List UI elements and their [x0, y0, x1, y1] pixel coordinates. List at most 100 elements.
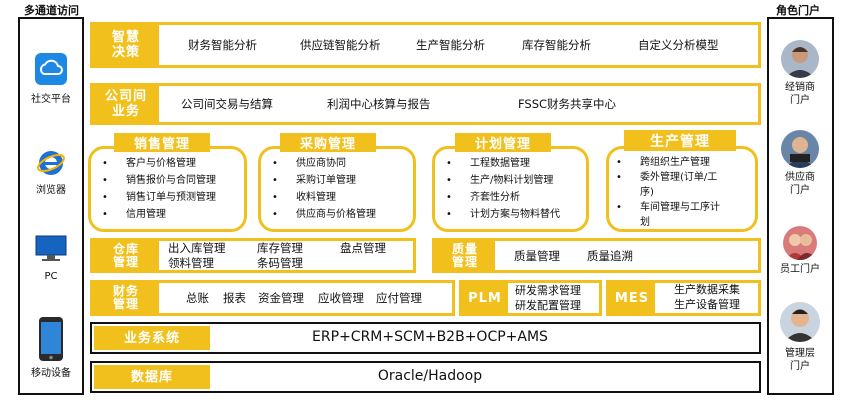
left-column-title: 多通道访问 — [24, 4, 79, 17]
bi-tag: 智慧 决策 — [93, 25, 159, 65]
dealer-avatar — [781, 40, 819, 78]
database-text: Oracle/Hadoop — [377, 368, 483, 384]
finance-item-receivables[interactable]: 应收管理 — [318, 291, 364, 305]
business-system-tag: 业务系统 — [94, 326, 210, 350]
finance-tag: 财务 管理 — [93, 283, 159, 313]
planning-module-list: 工程数据管理 生产/物料计划管理 齐套性分析 计划方案与物料替代 — [444, 155, 560, 223]
quality-tag: 质量 管理 — [435, 241, 495, 270]
browser-icon — [16, 148, 86, 178]
monitor-icon — [16, 234, 86, 264]
bi-item-custom-model[interactable]: 自定义分析模型 — [638, 38, 719, 52]
production-module-list: 跨组织生产管理 委外管理(订单/工 序) 车间管理与工序计 划 — [614, 155, 720, 230]
role-dealer[interactable]: 经销商 门户 — [765, 40, 835, 107]
warehouse-tag-line1: 仓库 — [112, 241, 139, 256]
plm-item-configuration[interactable]: 研发配置管理 — [515, 299, 581, 312]
plm-tag: PLM — [462, 283, 508, 313]
planning-item-kitting[interactable]: 齐套性分析 — [444, 189, 560, 206]
channel-browser[interactable]: 浏览器 — [16, 148, 86, 196]
mes-item-data-collection[interactable]: 生产数据采集 — [674, 283, 740, 296]
purchase-item-supplier-collab[interactable]: 供应商协同 — [270, 155, 376, 172]
warehouse-item-inout[interactable]: 出入库管理 — [168, 241, 226, 255]
finance-tag-line1: 财务 — [112, 284, 139, 298]
planning-module-title[interactable]: 计划管理 — [455, 133, 551, 152]
role-management-label-2: 门户 — [790, 361, 810, 372]
bi-item-finance[interactable]: 财务智能分析 — [188, 38, 257, 52]
finance-item-treasury[interactable]: 资金管理 — [258, 291, 304, 305]
channel-browser-label: 浏览器 — [36, 185, 66, 196]
quality-item-management[interactable]: 质量管理 — [514, 249, 560, 263]
production-module-title[interactable]: 生产管理 — [624, 130, 736, 151]
bi-item-inventory[interactable]: 库存智能分析 — [522, 38, 591, 52]
production-item-cross-org[interactable]: 跨组织生产管理 — [614, 155, 720, 170]
bi-item-supply-chain[interactable]: 供应链智能分析 — [300, 38, 381, 52]
purchase-item-receiving[interactable]: 收料管理 — [270, 189, 376, 206]
warehouse-tag-line2: 管理 — [112, 254, 139, 269]
channel-social[interactable]: 社交平台 — [16, 52, 86, 105]
intercompany-item-profit-center[interactable]: 利润中心核算与报告 — [327, 97, 431, 111]
finance-item-payables[interactable]: 应付管理 — [376, 291, 422, 305]
role-dealer-label-1: 经销商 — [785, 82, 815, 93]
warehouse-item-picking[interactable]: 领料管理 — [168, 256, 214, 270]
intercompany-item-fssc[interactable]: FSSC财务共享中心 — [518, 97, 617, 111]
warehouse-item-barcode[interactable]: 条码管理 — [257, 256, 303, 270]
cloud-icon — [16, 52, 86, 86]
channel-pc[interactable]: PC — [16, 234, 86, 282]
bi-row — [90, 22, 761, 68]
intercompany-tag-line1: 公司间 — [104, 89, 147, 104]
quality-item-traceability[interactable]: 质量追溯 — [587, 249, 633, 263]
sales-item-customer-price[interactable]: 客户与价格管理 — [100, 155, 216, 172]
role-supplier-label-1: 供应商 — [785, 172, 815, 183]
production-item-workshop[interactable]: 车间管理与工序计 — [614, 200, 720, 215]
role-management-label-1: 管理层 — [785, 348, 815, 359]
warehouse-item-stocktake[interactable]: 盘点管理 — [340, 241, 386, 255]
database-row — [90, 361, 761, 393]
bi-tag-line1: 智慧 — [111, 30, 140, 45]
purchase-module-list: 供应商协同 采购订单管理 收料管理 供应商与价格管理 — [270, 155, 376, 223]
purchase-item-orders[interactable]: 采购订单管理 — [270, 172, 376, 189]
right-column-title: 角色门户 — [776, 4, 820, 17]
supplier-avatar — [781, 130, 819, 168]
database-tag: 数据库 — [94, 365, 210, 389]
quality-tag-line1: 质量 — [451, 241, 478, 256]
planning-item-production-material[interactable]: 生产/物料计划管理 — [444, 172, 560, 189]
channel-mobile[interactable]: 移动设备 — [16, 316, 86, 379]
quality-tag-line2: 管理 — [451, 254, 478, 269]
sales-item-credit[interactable]: 信用管理 — [100, 206, 216, 223]
warehouse-tag: 仓库 管理 — [93, 241, 159, 270]
production-item-workshop-cont: 划 — [640, 217, 650, 228]
intercompany-tag-line2: 业务 — [111, 104, 140, 119]
production-item-outsourcing[interactable]: 委外管理(订单/工 — [614, 170, 720, 185]
intercompany-tag: 公司间 业务 — [93, 86, 159, 122]
right-column — [767, 17, 834, 395]
mes-item-equipment[interactable]: 生产设备管理 — [674, 298, 740, 311]
business-system-text: ERP+CRM+SCM+B2B+OCP+AMS — [312, 329, 548, 345]
plm-item-requirements[interactable]: 研发需求管理 — [515, 284, 581, 297]
finance-item-ledger[interactable]: 总账 — [186, 291, 209, 305]
role-employee-label: 员工门户 — [780, 264, 820, 275]
sales-item-quote-contract[interactable]: 销售报价与合同管理 — [100, 172, 216, 189]
planning-item-plan-substitution[interactable]: 计划方案与物料替代 — [444, 206, 560, 223]
channel-pc-label: PC — [44, 271, 58, 282]
intercompany-item-trade[interactable]: 公司间交易与结算 — [181, 97, 273, 111]
bi-tag-line2: 决策 — [111, 45, 140, 60]
intercompany-row — [90, 83, 761, 125]
purchase-item-supplier-price[interactable]: 供应商与价格管理 — [270, 206, 376, 223]
purchase-module-title[interactable]: 采购管理 — [280, 133, 376, 152]
bi-item-production[interactable]: 生产智能分析 — [416, 38, 485, 52]
planning-item-engineering-data[interactable]: 工程数据管理 — [444, 155, 560, 172]
role-employee[interactable]: 员工门户 — [765, 226, 835, 276]
channel-social-label: 社交平台 — [31, 94, 71, 105]
production-item-outsourcing-cont: 序) — [640, 187, 654, 198]
finance-item-reports[interactable]: 报表 — [223, 291, 246, 305]
role-supplier[interactable]: 供应商 门户 — [765, 130, 835, 197]
sales-module-list: 客户与价格管理 销售报价与合同管理 销售订单与预测管理 信用管理 — [100, 155, 216, 223]
mes-tag: MES — [609, 283, 655, 313]
role-management[interactable]: 管理层 门户 — [765, 302, 835, 373]
business-system-row — [90, 322, 761, 354]
sales-module-title[interactable]: 销售管理 — [114, 133, 210, 152]
role-supplier-label-2: 门户 — [790, 185, 810, 196]
warehouse-item-inventory[interactable]: 库存管理 — [257, 241, 303, 255]
channel-mobile-label: 移动设备 — [31, 368, 71, 379]
sales-item-order-forecast[interactable]: 销售订单与预测管理 — [100, 189, 216, 206]
phone-icon — [16, 316, 86, 362]
